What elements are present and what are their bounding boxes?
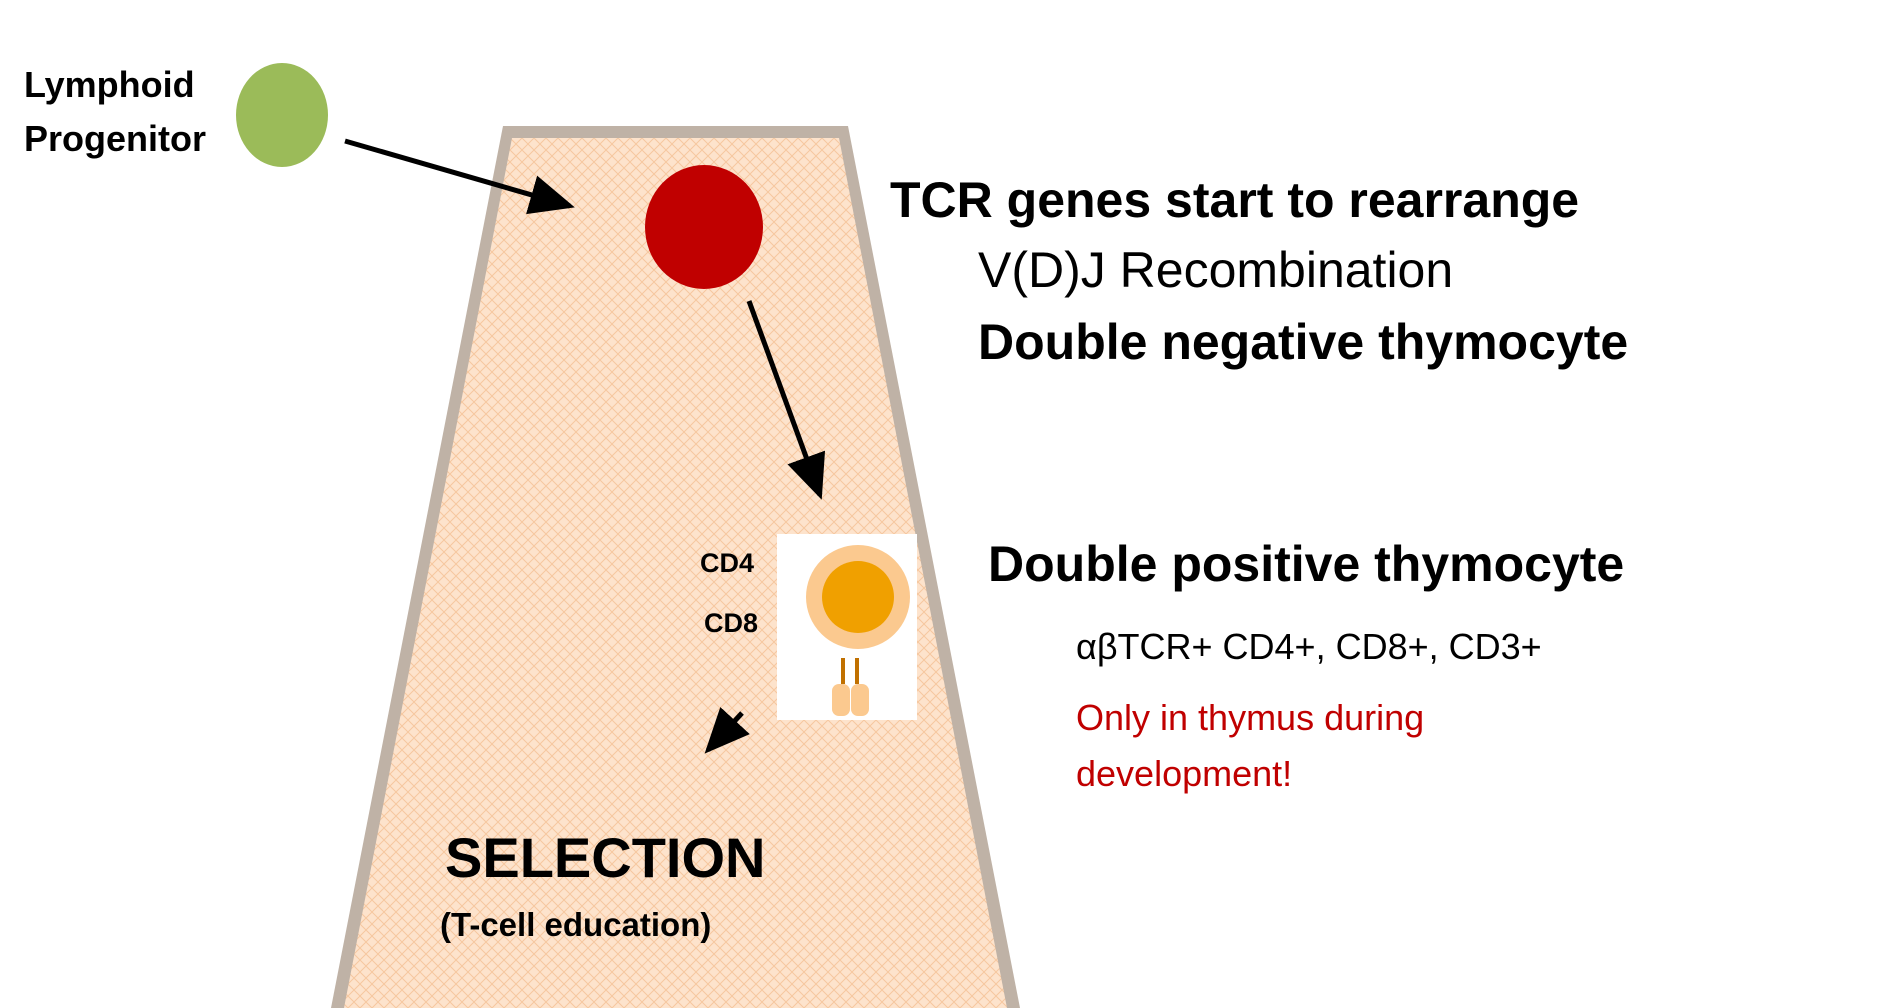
thymus-body (344, 138, 1007, 1008)
tcr-rearrange-heading: TCR genes start to rearrange (890, 172, 1580, 228)
arrow-dn-to-dp (746, 300, 826, 500)
lymphoid-progenitor-label: Lymphoid Progenitor (24, 58, 206, 166)
double-negative-cell (645, 165, 763, 289)
dp-markers-text: αβTCR+ CD4+, CD8+, CD3+ (1076, 626, 1542, 667)
thymus-note: Only in thymus during development! (1076, 690, 1424, 802)
selection-label: SELECTION (445, 826, 766, 889)
arrow-dp-to-selection (704, 707, 750, 754)
lymphoid-progenitor-cell (236, 63, 328, 167)
thymus-note-line2: development! (1076, 753, 1293, 794)
cd8-label: CD8 (704, 608, 759, 638)
tcr-receptor-right (851, 684, 869, 716)
thymus-note-line1: Only in thymus during (1076, 697, 1425, 738)
t-cell-education-label: (T-cell education) (440, 906, 712, 943)
progenitor-label-line2: Progenitor (24, 118, 207, 159)
double-negative-label: Double negative thymocyte (978, 314, 1629, 370)
tcr-receptor-left (832, 684, 850, 716)
vdj-recombination-text: V(D)J Recombination (978, 242, 1454, 298)
cd4-label: CD4 (700, 548, 755, 578)
dp-cell-nucleus (822, 561, 894, 633)
progenitor-label-line1: Lymphoid (24, 64, 195, 105)
double-positive-label: Double positive thymocyte (988, 536, 1625, 592)
arrow-progenitor-to-dn (344, 138, 575, 215)
